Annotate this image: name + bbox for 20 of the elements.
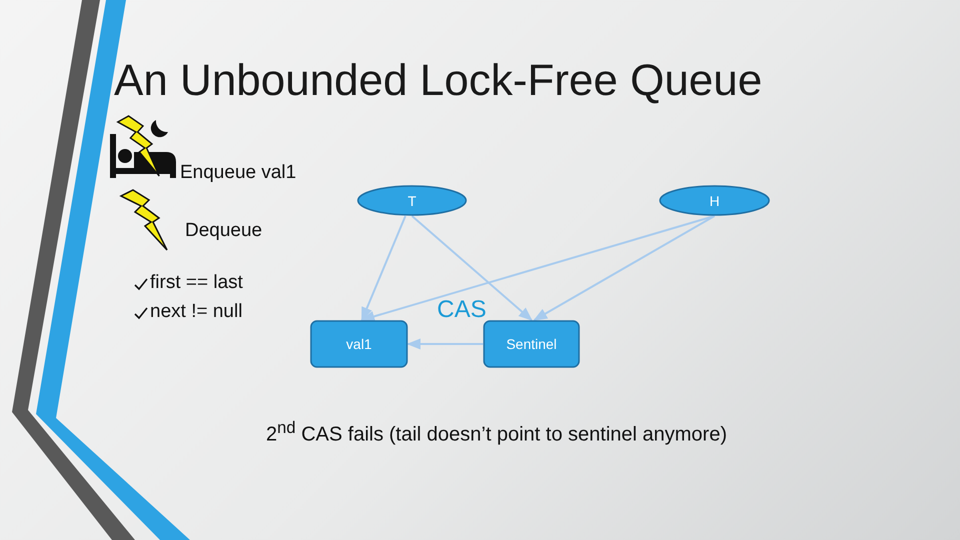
pointer-ellipse: [659, 185, 770, 216]
slide-title: An Unbounded Lock-Free Queue: [114, 56, 762, 106]
arrow: [406, 338, 483, 350]
arrow: [411, 215, 533, 321]
node-label: val1: [346, 336, 372, 352]
caption-note: 2$^{nd}$ CAS fails (tail doesn’t point to sentinel anymore): [266, 418, 727, 447]
arrow: [533, 215, 715, 321]
text-label: Dequeue: [185, 220, 262, 242]
node-label: T: [408, 192, 416, 208]
text-label: next != null: [150, 301, 242, 323]
queue-node-box: [483, 320, 580, 368]
text-label: first == last: [150, 272, 243, 294]
pointer-ellipse: [357, 185, 467, 216]
cas-label: CAS: [437, 296, 486, 324]
arrow: [361, 216, 406, 322]
node-label: H: [709, 192, 720, 208]
queue-node-box: [310, 320, 408, 368]
text-label: Enqueue val1: [180, 162, 296, 184]
arrow: [360, 215, 715, 322]
node-label: Sentinel: [506, 336, 557, 352]
